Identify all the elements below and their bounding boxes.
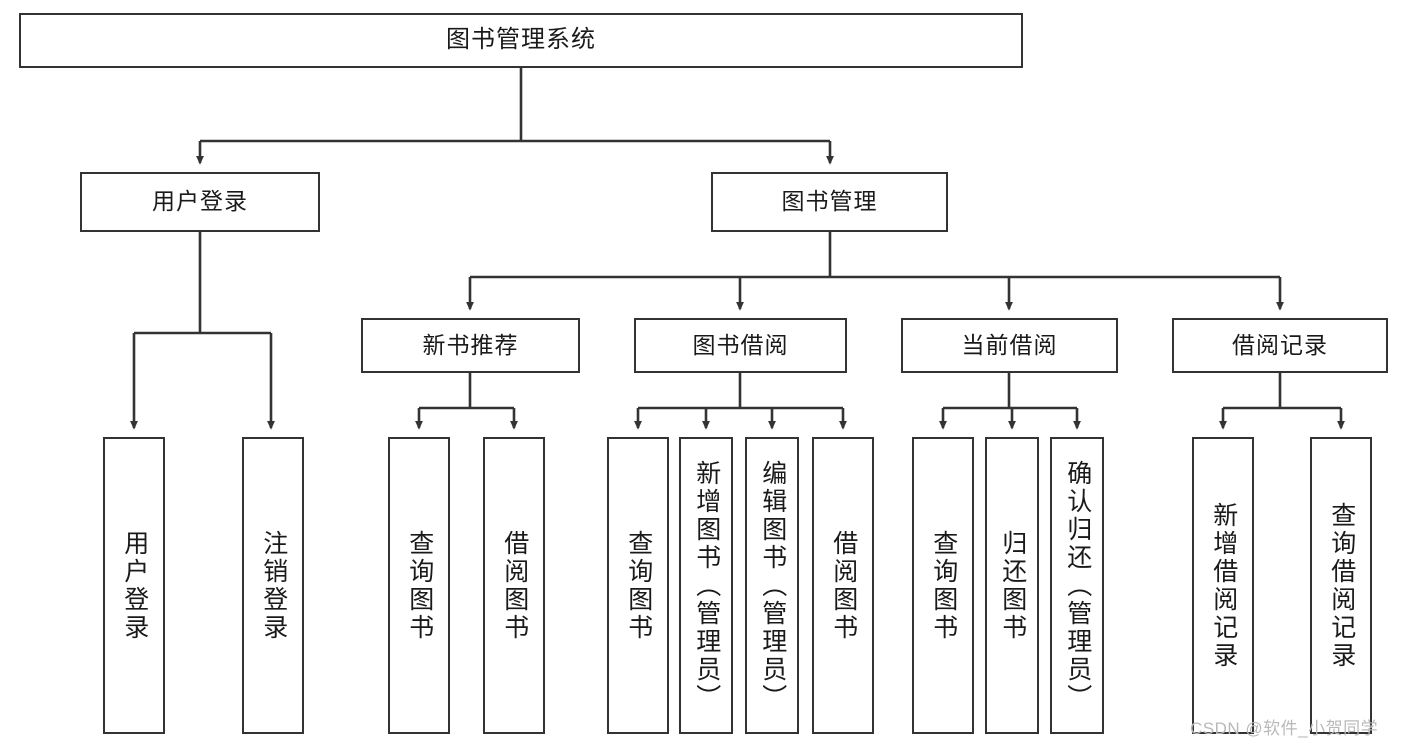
node-current-borrow[interactable]: 当前借阅 [901,318,1118,373]
leaf-query-borrow-record[interactable]: 查询借阅记录 [1310,437,1372,734]
node-borrow-records[interactable]: 借阅记录 [1172,318,1388,373]
node-label: 图书借阅 [692,331,789,358]
node-label: 图书管理系统 [446,26,596,54]
node-label: 查询图书 [405,529,434,642]
node-label: 用户登录 [120,529,149,642]
leaf-borrow-books[interactable]: 借阅图书 [812,437,874,734]
leaf-borrow-books-recommendation[interactable]: 借阅图书 [483,437,545,734]
leaf-add-borrow-record[interactable]: 新增借阅记录 [1192,437,1254,734]
leaf-logout[interactable]: 注销登录 [242,437,304,734]
node-label: 新书推荐 [422,331,519,358]
leaf-query-books-current[interactable]: 查询图书 [912,437,974,734]
leaf-query-books-borrow[interactable]: 查询图书 [607,437,669,734]
node-label: 借阅记录 [1232,331,1328,358]
leaf-query-books-recommendation[interactable]: 查询图书 [388,437,450,734]
node-label: 注销登录 [259,529,288,642]
node-label: 新增图书（管理员） [692,459,721,712]
node-label: 借阅图书 [829,529,858,642]
leaf-return-books[interactable]: 归还图书 [985,437,1039,734]
node-book-management[interactable]: 图书管理 [711,172,948,232]
node-book-borrow[interactable]: 图书借阅 [634,318,847,373]
node-label: 借阅图书 [500,529,529,642]
leaf-user-login[interactable]: 用户登录 [103,437,165,734]
node-label: 查询借阅记录 [1327,501,1356,670]
node-label: 图书管理 [781,188,878,215]
node-label: 当前借阅 [961,331,1058,358]
leaf-confirm-return-admin[interactable]: 确认归还（管理员） [1050,437,1104,734]
leaf-add-book-admin[interactable]: 新增图书（管理员） [679,437,733,734]
node-label: 用户登录 [152,188,248,215]
node-root-system[interactable]: 图书管理系统 [19,13,1023,68]
node-label: 归还图书 [998,529,1027,642]
node-label: 确认归还（管理员） [1063,459,1092,712]
node-user-login[interactable]: 用户登录 [80,172,320,232]
node-label: 查询图书 [929,529,958,642]
node-label: 查询图书 [624,529,653,642]
leaf-edit-book-admin[interactable]: 编辑图书（管理员） [745,437,799,734]
csdn-watermark: CSDN @软件_小贺同学 [1190,719,1379,738]
node-label: 编辑图书（管理员） [758,459,787,712]
node-label: 新增借阅记录 [1209,501,1238,670]
node-new-book-recommendation[interactable]: 新书推荐 [361,318,580,373]
